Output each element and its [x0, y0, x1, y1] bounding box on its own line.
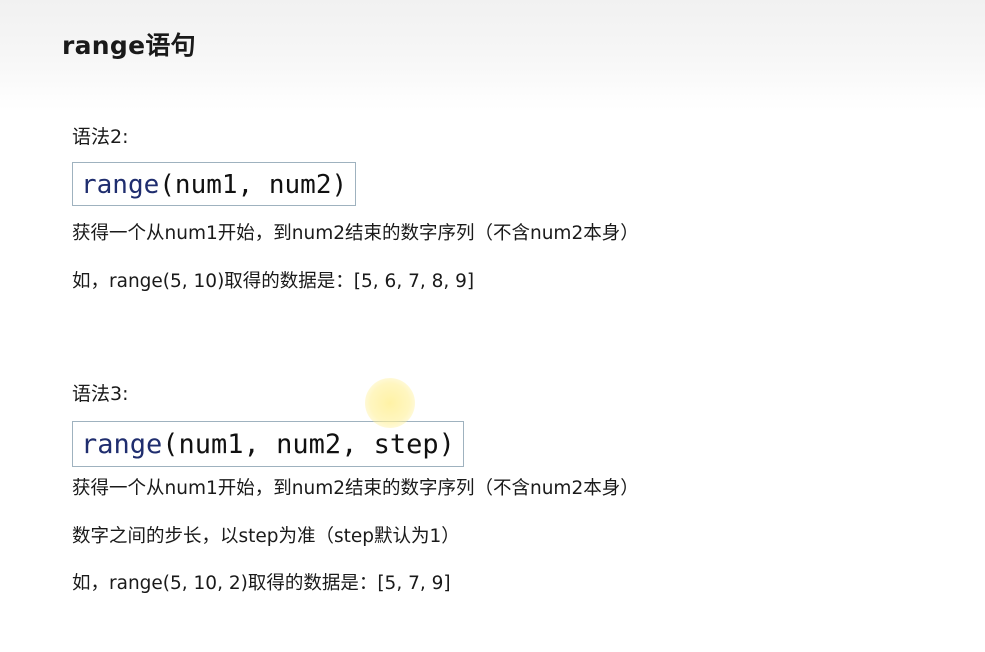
code-function-name: range: [81, 170, 160, 200]
header-band: [0, 0, 985, 110]
syntax-section-3: 语法3: range(num1, num2, step) 获得一个从num1开始…: [72, 381, 639, 594]
example-line: 如，range(5, 10, 2)取得的数据是：[5, 7, 9]: [72, 573, 451, 594]
code-snippet: range(num1, num2): [72, 162, 357, 206]
description-line: 获得一个从num1开始，到num2结束的数字序列（不含num2本身）: [72, 223, 639, 244]
section-label: 语法2:: [72, 126, 129, 148]
code-arguments: (num1, num2, step): [162, 429, 455, 460]
description-line: 获得一个从num1开始，到num2结束的数字序列（不含num2本身）: [72, 478, 639, 499]
page-title: range语句: [62, 31, 196, 60]
step-description-line: 数字之间的步长，以step为准（step默认为1）: [72, 526, 460, 547]
example-line: 如，range(5, 10)取得的数据是：[5, 6, 7, 8, 9]: [72, 271, 475, 292]
code-function-name: range: [81, 429, 163, 460]
pointer-highlight: [365, 378, 415, 428]
code-arguments: (num1, num2): [159, 170, 348, 200]
code-snippet: range(num1, num2, step): [72, 421, 464, 467]
syntax-section-2: 语法2: range(num1, num2) 获得一个从num1开始，到num2…: [72, 124, 639, 292]
section-label: 语法3:: [72, 383, 129, 405]
